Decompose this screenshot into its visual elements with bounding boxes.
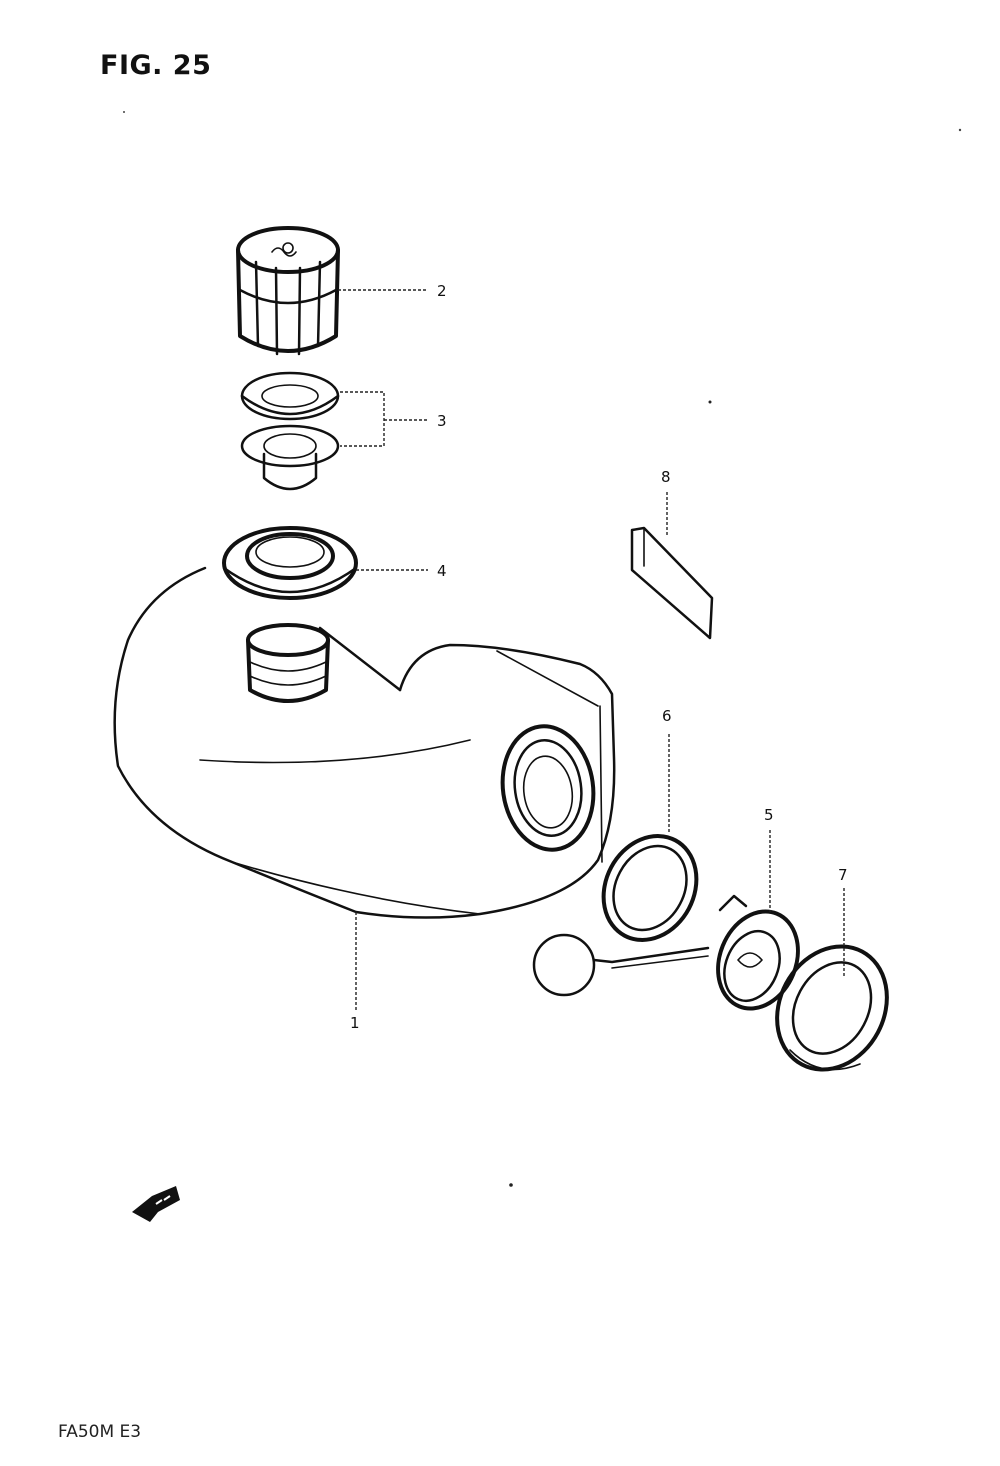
part-3-gaskets [240, 371, 340, 491]
part-5-fuel-gauge [532, 894, 800, 1011]
part-4-filler-ring [222, 526, 358, 600]
scan-specks [123, 111, 962, 1187]
part-2-fuel-cap [236, 226, 340, 356]
part-7-retaining-ring [775, 944, 889, 1072]
callout-3: 3 [437, 412, 447, 430]
part-6-o-ring [601, 834, 699, 942]
callout-7: 7 [838, 866, 848, 884]
callout-4: 4 [437, 562, 447, 580]
callout-8: 8 [661, 468, 671, 486]
part-1-fuel-tank [113, 566, 616, 919]
callout-5: 5 [764, 806, 774, 824]
callout-6: 6 [662, 707, 672, 725]
part-8-label-plate [630, 526, 714, 640]
callout-1: 1 [350, 1014, 360, 1032]
callout-2: 2 [437, 282, 447, 300]
front-arrow-icon [132, 1186, 180, 1222]
model-code: FA50M E3 [58, 1422, 142, 1442]
leader-lines [338, 289, 845, 1012]
figure-title: FIG. 25 [100, 50, 212, 81]
